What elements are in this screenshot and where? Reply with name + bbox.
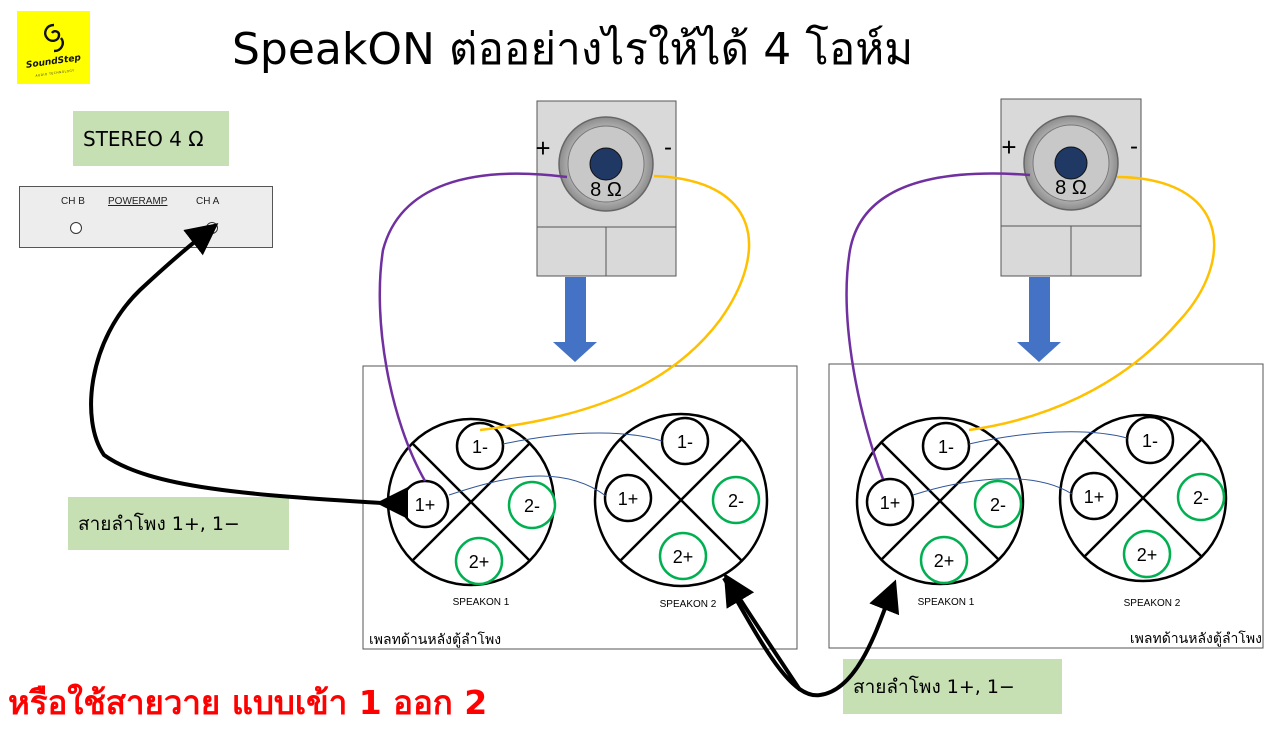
stereo-label: STEREO 4 Ω — [73, 111, 229, 166]
page-title: SpeakON ต่ออย่างไรให้ได้ 4 โอห์ม — [232, 24, 914, 75]
speaker-plus-left: + — [535, 133, 550, 163]
speaker-minus-left: - — [664, 134, 672, 161]
poweramp-label: POWERAMP — [108, 196, 168, 207]
speaker-cabinet-right: 8 Ω + - — [1000, 98, 1142, 277]
pin-label: 1- — [938, 437, 954, 457]
pin-label: 2+ — [673, 547, 694, 567]
purple-wire-right — [845, 172, 1031, 480]
pin-label: 1+ — [1084, 487, 1105, 507]
ch-b-label: CH B — [61, 196, 85, 207]
black-arrow-head-speakon2 — [723, 573, 802, 692]
pin-label: 2- — [990, 495, 1006, 515]
pin-label: 2+ — [1137, 545, 1158, 565]
pin-1-minus[interactable] — [921, 421, 971, 471]
soundstep-logo: SoundStep AUDIO TECHNOLOGY — [17, 11, 90, 84]
logo-swirl-icon — [44, 23, 64, 53]
pin-2-minus[interactable] — [507, 480, 557, 530]
pin-1-plus[interactable] — [865, 477, 915, 527]
pin-label: 1- — [1142, 431, 1158, 451]
pin-label: 1+ — [415, 495, 436, 515]
link-wire-plus-right — [912, 478, 1073, 496]
pin-2-plus[interactable] — [658, 531, 708, 581]
pin-1-plus[interactable] — [603, 473, 653, 523]
speakon-1-label: SPEAKON 1 — [453, 597, 510, 608]
pin-2-minus[interactable] — [973, 479, 1023, 529]
down-arrow-left — [553, 277, 597, 362]
bottom-note: หรือใช้สายวาย แบบเข้า 1 ออก 2 — [8, 683, 488, 722]
pin-2-minus[interactable] — [711, 475, 761, 525]
purple-wire-left — [378, 172, 568, 482]
speakon-1-label: SPEAKON 1 — [918, 597, 975, 608]
pin-label: 2- — [524, 496, 540, 516]
ch-a-label: CH A — [196, 196, 220, 207]
black-arrow-speakon2-to-right — [722, 576, 900, 698]
pin-2-minus[interactable] — [1176, 472, 1226, 522]
speakon-2-label: SPEAKON 2 — [660, 599, 717, 610]
black-arrow-amp-to-speakon — [89, 223, 383, 505]
down-arrow-right — [1017, 277, 1061, 362]
pin-label: 1+ — [880, 493, 901, 513]
speakon-2-label: SPEAKON 2 — [1124, 598, 1181, 609]
pin-label: 1+ — [618, 489, 639, 509]
pin-label: 2- — [1193, 488, 1209, 508]
speakon-2-right: 1- 1+ 2- 2+ SPEAKON 2 — [1058, 413, 1228, 609]
speakon-1-left: 1- 1+ 2- 2+ SPEAKON 1 — [386, 417, 557, 608]
speaker-cabinet-left: 8 Ω + - — [535, 100, 677, 277]
yellow-wire-left — [479, 174, 751, 432]
plate-label-left: เพลทด้านหลังตู้ลำโพง — [369, 631, 501, 648]
pin-2-plus[interactable] — [1122, 529, 1172, 579]
pin-2-plus[interactable] — [919, 535, 969, 585]
cable-label-right: สายลำโพง 1+, 1− — [843, 659, 1062, 714]
speaker-plus-right: + — [1001, 132, 1016, 162]
link-wire-minus-left — [502, 432, 663, 445]
pin-2-plus[interactable] — [454, 536, 504, 586]
speakon-1-right: 1- 1+ 2- 2+ SPEAKON 1 — [855, 416, 1025, 608]
speaker-impedance-left: 8 Ω — [590, 179, 622, 201]
link-wire-plus-left — [448, 475, 607, 497]
yellow-wire-right — [968, 175, 1216, 432]
pin-label: 1- — [677, 432, 693, 452]
pin-1-plus[interactable] — [1069, 471, 1119, 521]
pin-label: 2+ — [934, 551, 955, 571]
pin-label: 2+ — [469, 552, 490, 572]
speakon-2-left: 1- 1+ 2- 2+ SPEAKON 2 — [593, 412, 769, 610]
cable-label-left: สายลำโพง 1+, 1− — [68, 497, 289, 550]
pin-1-minus[interactable] — [1125, 415, 1175, 465]
speaker-impedance-right: 8 Ω — [1055, 177, 1087, 199]
pin-label: 1- — [472, 437, 488, 457]
speaker-minus-right: - — [1130, 133, 1138, 160]
pin-1-minus[interactable] — [455, 421, 505, 471]
plate-label-right: เพลทด้านหลังตู้ลำโพง — [1130, 630, 1262, 647]
pin-label: 2- — [728, 491, 744, 511]
link-wire-minus-right — [968, 431, 1128, 445]
ch-b-jack[interactable] — [70, 222, 82, 234]
